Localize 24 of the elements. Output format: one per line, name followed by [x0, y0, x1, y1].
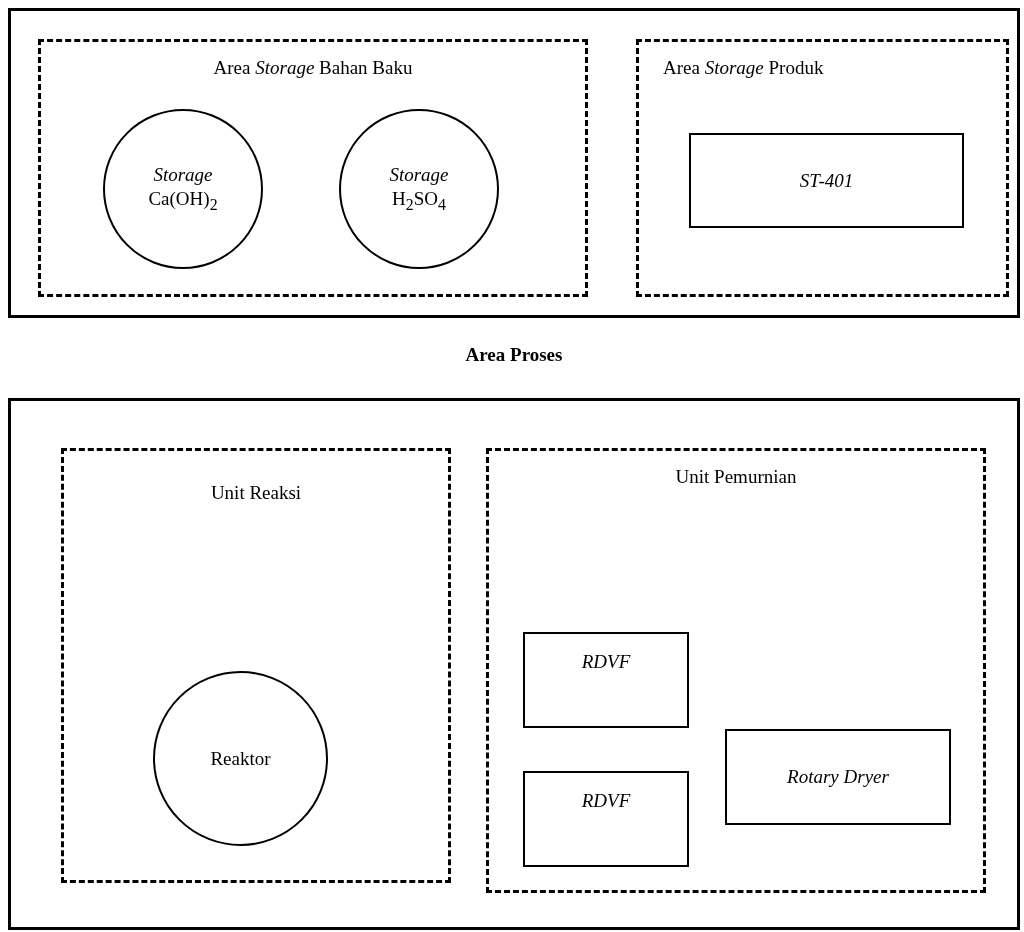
area-title: Area Storage Bahan Baku	[213, 56, 413, 80]
area-boundary	[486, 448, 986, 893]
area-title: Unit Pemurnian	[675, 465, 797, 489]
storage-tank	[153, 671, 328, 846]
equipment-label: Rotary Dryer	[787, 765, 889, 789]
equipment-box	[689, 133, 964, 228]
equipment-box	[523, 771, 689, 867]
area-title: Unit Reaksi	[210, 481, 302, 505]
equipment-label: Storage Ca(OH)$_{2}$	[147, 163, 219, 215]
storage-tank	[339, 109, 499, 269]
site-boundary	[8, 8, 1020, 318]
area-boundary	[636, 39, 1009, 297]
equipment-label: Storage H$_{2}$SO$_{4}$	[388, 163, 450, 215]
equipment-box	[523, 632, 689, 728]
equipment-label: ST-401	[799, 168, 854, 193]
equipment-box	[725, 729, 951, 825]
equipment-label: RDVF	[581, 650, 631, 674]
storage-tank	[103, 109, 263, 269]
equipment-label: Reaktor	[209, 746, 272, 771]
equipment-label: RDVF	[581, 789, 631, 813]
area-boundary	[61, 448, 451, 883]
area-title: Area Storage Produk	[663, 56, 824, 80]
area-title: Area Proses	[465, 343, 563, 367]
area-boundary	[38, 39, 588, 297]
